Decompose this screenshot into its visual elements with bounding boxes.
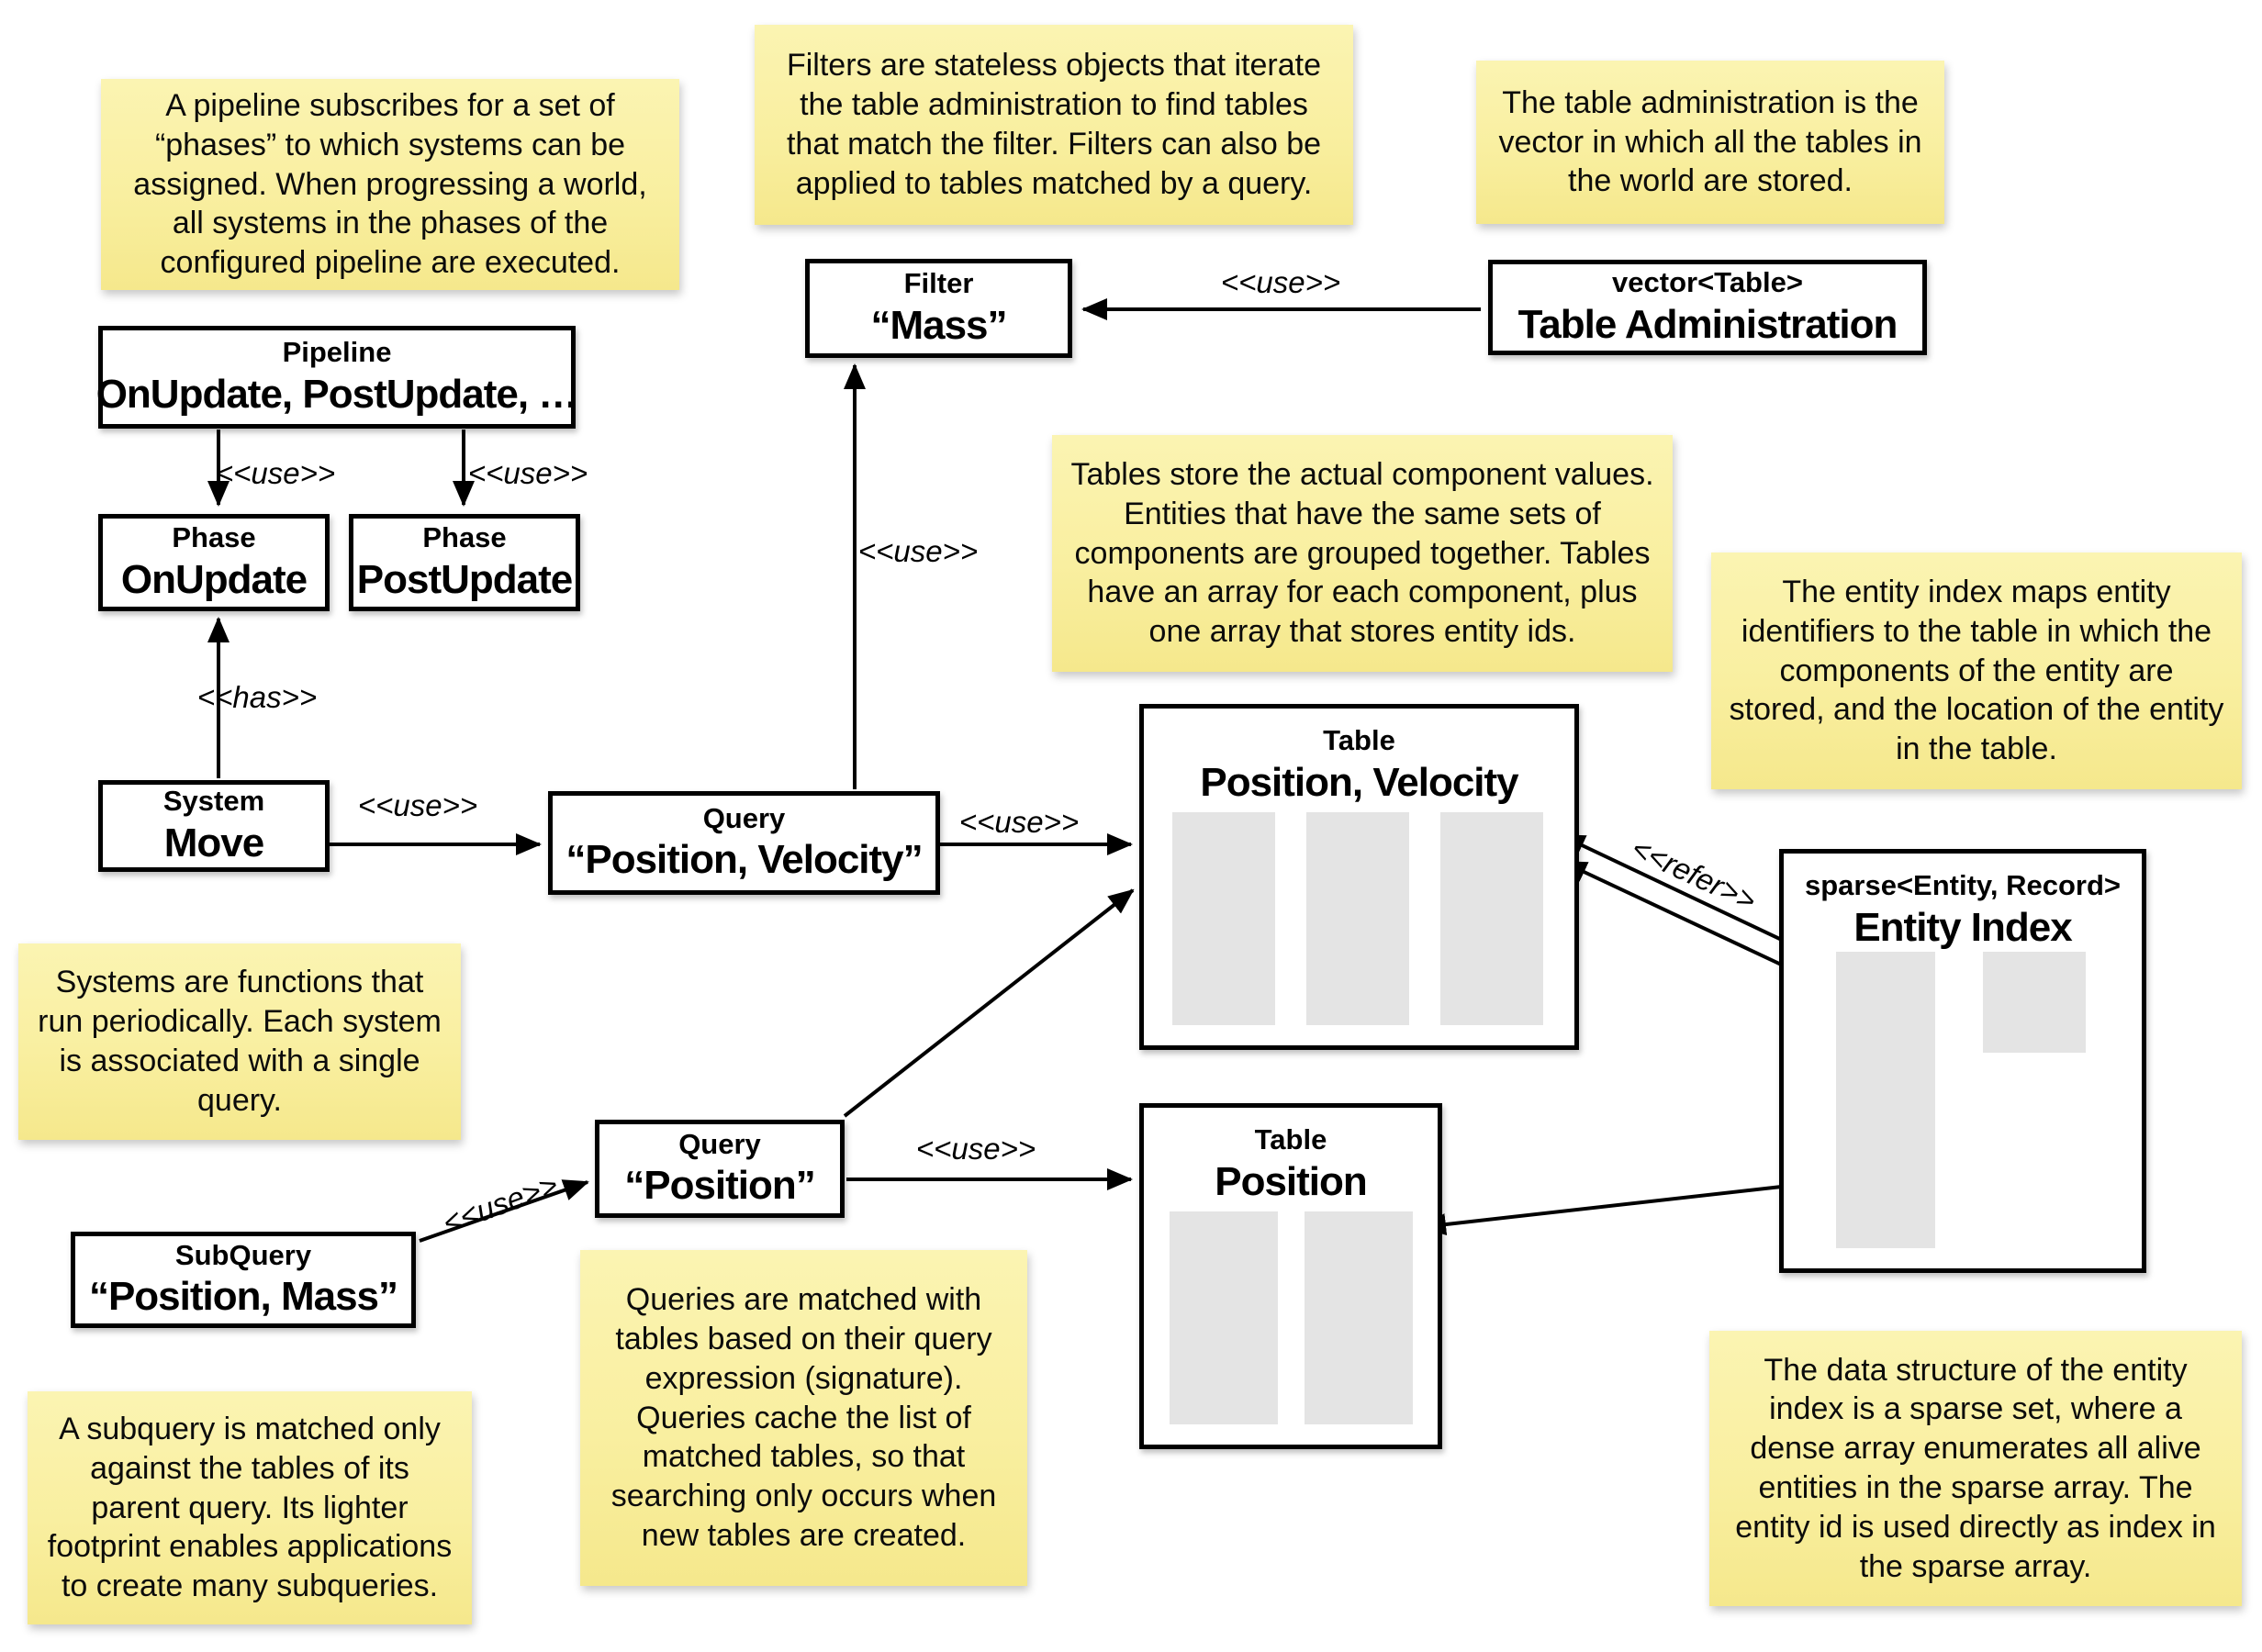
box-system-move-title: System [162, 785, 265, 818]
note-subquery: A subquery is matched only against the t… [28, 1391, 472, 1624]
component-array-4 [1170, 1211, 1278, 1424]
box-table-position-velocity: Table Position, Velocity [1139, 704, 1579, 1050]
label-use-move-query: <<use>> [357, 788, 478, 822]
box-phase-postupdate: Phase PostUpdate [349, 514, 580, 611]
box-entity-index-title: sparse<Entity, Record> [1804, 869, 2121, 901]
box-subquery: SubQuery “Position, Mass” [71, 1232, 416, 1328]
box-subquery-title: SubQuery [174, 1238, 312, 1271]
note-table-administration: The table administration is the vector i… [1476, 61, 1944, 224]
label-use-querypos-tablepos: <<use>> [915, 1132, 1036, 1166]
box-phase-onupdate-value: OnUpdate [120, 556, 308, 602]
note-sparse-set-text: The data structure of the entity index i… [1735, 1352, 2216, 1584]
box-query-position-title: Query [678, 1127, 761, 1160]
label-use-query-filter: <<use>> [857, 534, 979, 568]
note-sparse-set: The data structure of the entity index i… [1709, 1331, 2242, 1606]
box-subquery-value: “Position, Mass” [88, 1274, 398, 1320]
component-array-5 [1305, 1211, 1413, 1424]
note-queries-text: Queries are matched with tables based on… [610, 1282, 997, 1554]
box-query-position-velocity-value: “Position, Velocity” [566, 837, 923, 883]
box-table-administration-value: Table Administration [1517, 301, 1898, 347]
box-filter-mass: Filter “Mass” [805, 259, 1072, 358]
box-entity-index-value: Entity Index [1853, 904, 2072, 950]
note-subquery-text: A subquery is matched only against the t… [47, 1411, 453, 1604]
dense-array [1983, 952, 2086, 1053]
box-query-position-velocity: Query “Position, Velocity” [548, 791, 940, 895]
label-has-move-onupdate: <<has>> [196, 680, 318, 714]
box-phase-postupdate-value: PostUpdate [356, 556, 573, 602]
box-query-position: Query “Position” [595, 1120, 845, 1218]
box-table-position-title: Table [1254, 1123, 1327, 1155]
box-filter-mass-title: Filter [903, 267, 974, 300]
note-entity-index-text: The entity index maps entity identifiers… [1729, 574, 2224, 767]
box-pipeline-title: Pipeline [282, 336, 392, 369]
note-filters: Filters are stateless objects that itera… [755, 25, 1353, 225]
note-pipeline-text: A pipeline subscribes for a set of “phas… [133, 87, 647, 281]
note-pipeline: A pipeline subscribes for a set of “phas… [101, 79, 679, 290]
label-use-pipeline-onupdate: <<use>> [215, 456, 336, 490]
component-array-1 [1172, 812, 1275, 1025]
box-table-position: Table Position [1139, 1103, 1442, 1449]
note-table-administration-text: The table administration is the vector i… [1498, 84, 1922, 199]
box-system-move: System Move [98, 780, 330, 872]
label-refer-entityindex-tables: <<refer>> [1626, 831, 1762, 918]
box-table-administration-title: vector<Table> [1612, 266, 1803, 299]
box-pipeline-value: OnUpdate, PostUpdate, … [95, 371, 579, 417]
sparse-array [1836, 952, 1935, 1248]
component-array-2 [1306, 812, 1409, 1025]
label-use-subquery-querypos: <<use>> [438, 1166, 563, 1241]
box-phase-onupdate-title: Phase [172, 521, 256, 554]
box-query-position-velocity-title: Query [702, 801, 786, 834]
component-array-3 [1440, 812, 1543, 1025]
note-entity-index: The entity index maps entity identifiers… [1711, 553, 2242, 789]
box-table-position-velocity-value: Position, Velocity [1200, 759, 1518, 805]
arrow-entityindex-refer-tablepos [1420, 1180, 1823, 1236]
box-phase-postupdate-title: Phase [422, 521, 507, 554]
box-phase-onupdate: Phase OnUpdate [98, 514, 330, 611]
box-table-position-velocity-title: Table [1323, 724, 1395, 756]
note-systems: Systems are functions that run periodica… [18, 943, 461, 1140]
note-tables-text: Tables store the actual component values… [1070, 456, 1654, 650]
box-table-position-value: Position [1215, 1158, 1368, 1204]
box-filter-mass-value: “Mass” [870, 302, 1007, 348]
note-filters-text: Filters are stateless objects that itera… [786, 48, 1322, 201]
box-system-move-value: Move [163, 820, 264, 865]
box-pipeline: Pipeline OnUpdate, PostUpdate, … [95, 326, 579, 429]
note-tables: Tables store the actual component values… [1052, 435, 1673, 672]
box-entity-index: sparse<Entity, Record> Entity Index [1779, 849, 2146, 1273]
label-use-querypv-tablepv: <<use>> [958, 805, 1080, 839]
note-queries: Queries are matched with tables based on… [580, 1250, 1027, 1586]
box-query-position-value: “Position” [624, 1163, 816, 1209]
note-systems-text: Systems are functions that run periodica… [38, 965, 442, 1118]
label-use-tableadmin-filter: <<use>> [1220, 265, 1341, 299]
box-table-administration: vector<Table> Table Administration [1488, 260, 1927, 355]
label-use-pipeline-postupdate: <<use>> [467, 456, 588, 490]
arrow-querypos-use-tablepv [843, 888, 1135, 1118]
